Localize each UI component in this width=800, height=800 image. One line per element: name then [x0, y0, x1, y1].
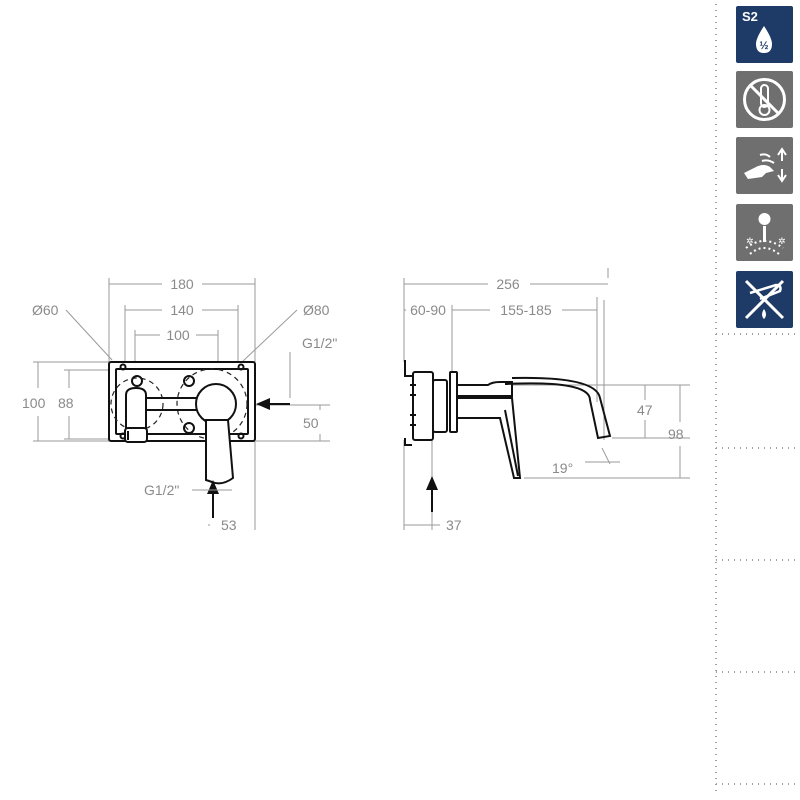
dim-height-100: 100: [22, 395, 46, 411]
dim-offset-50: 50: [303, 415, 319, 431]
front-view: 180 140 100 Ø60 Ø80 100 88 G1/2" 50 G1/2…: [22, 276, 337, 533]
shower-spray-icon: ✲ ✲: [736, 204, 793, 261]
dim-diameter-80: Ø80: [303, 302, 330, 318]
no-temperature-icon: [736, 71, 793, 128]
s2-label: S2: [742, 9, 758, 24]
dim-depth-37: 37: [446, 517, 462, 533]
svg-text:½: ½: [759, 40, 768, 52]
dim-width-100: 100: [166, 327, 190, 343]
dim-height-88: 88: [58, 395, 74, 411]
dim-thread-right: G1/2": [302, 335, 337, 351]
svg-text:✲: ✲: [746, 237, 754, 247]
dim-width-180: 180: [170, 276, 194, 292]
dim-length-256: 256: [496, 276, 520, 292]
svg-text:✲: ✲: [778, 237, 786, 247]
dim-range-60-90: 60-90: [410, 302, 446, 318]
dim-angle-19: 19°: [552, 460, 573, 476]
dotted-grid: [715, 4, 798, 796]
hand-under-water-icon: [736, 137, 793, 194]
dim-diameter-60: Ø60: [32, 302, 59, 318]
water-drop-half-icon: ½ S2: [736, 6, 793, 63]
dim-height-47: 47: [637, 402, 653, 418]
dim-thread-bottom: G1/2": [144, 482, 179, 498]
dim-height-98: 98: [668, 426, 684, 442]
dim-offset-53: 53: [221, 517, 237, 533]
dim-width-140: 140: [170, 302, 194, 318]
no-descaling-icon: [736, 271, 793, 328]
side-view: 256 60-90 155-185 47 98 19° 37: [403, 268, 690, 533]
dim-range-155-185: 155-185: [500, 302, 552, 318]
